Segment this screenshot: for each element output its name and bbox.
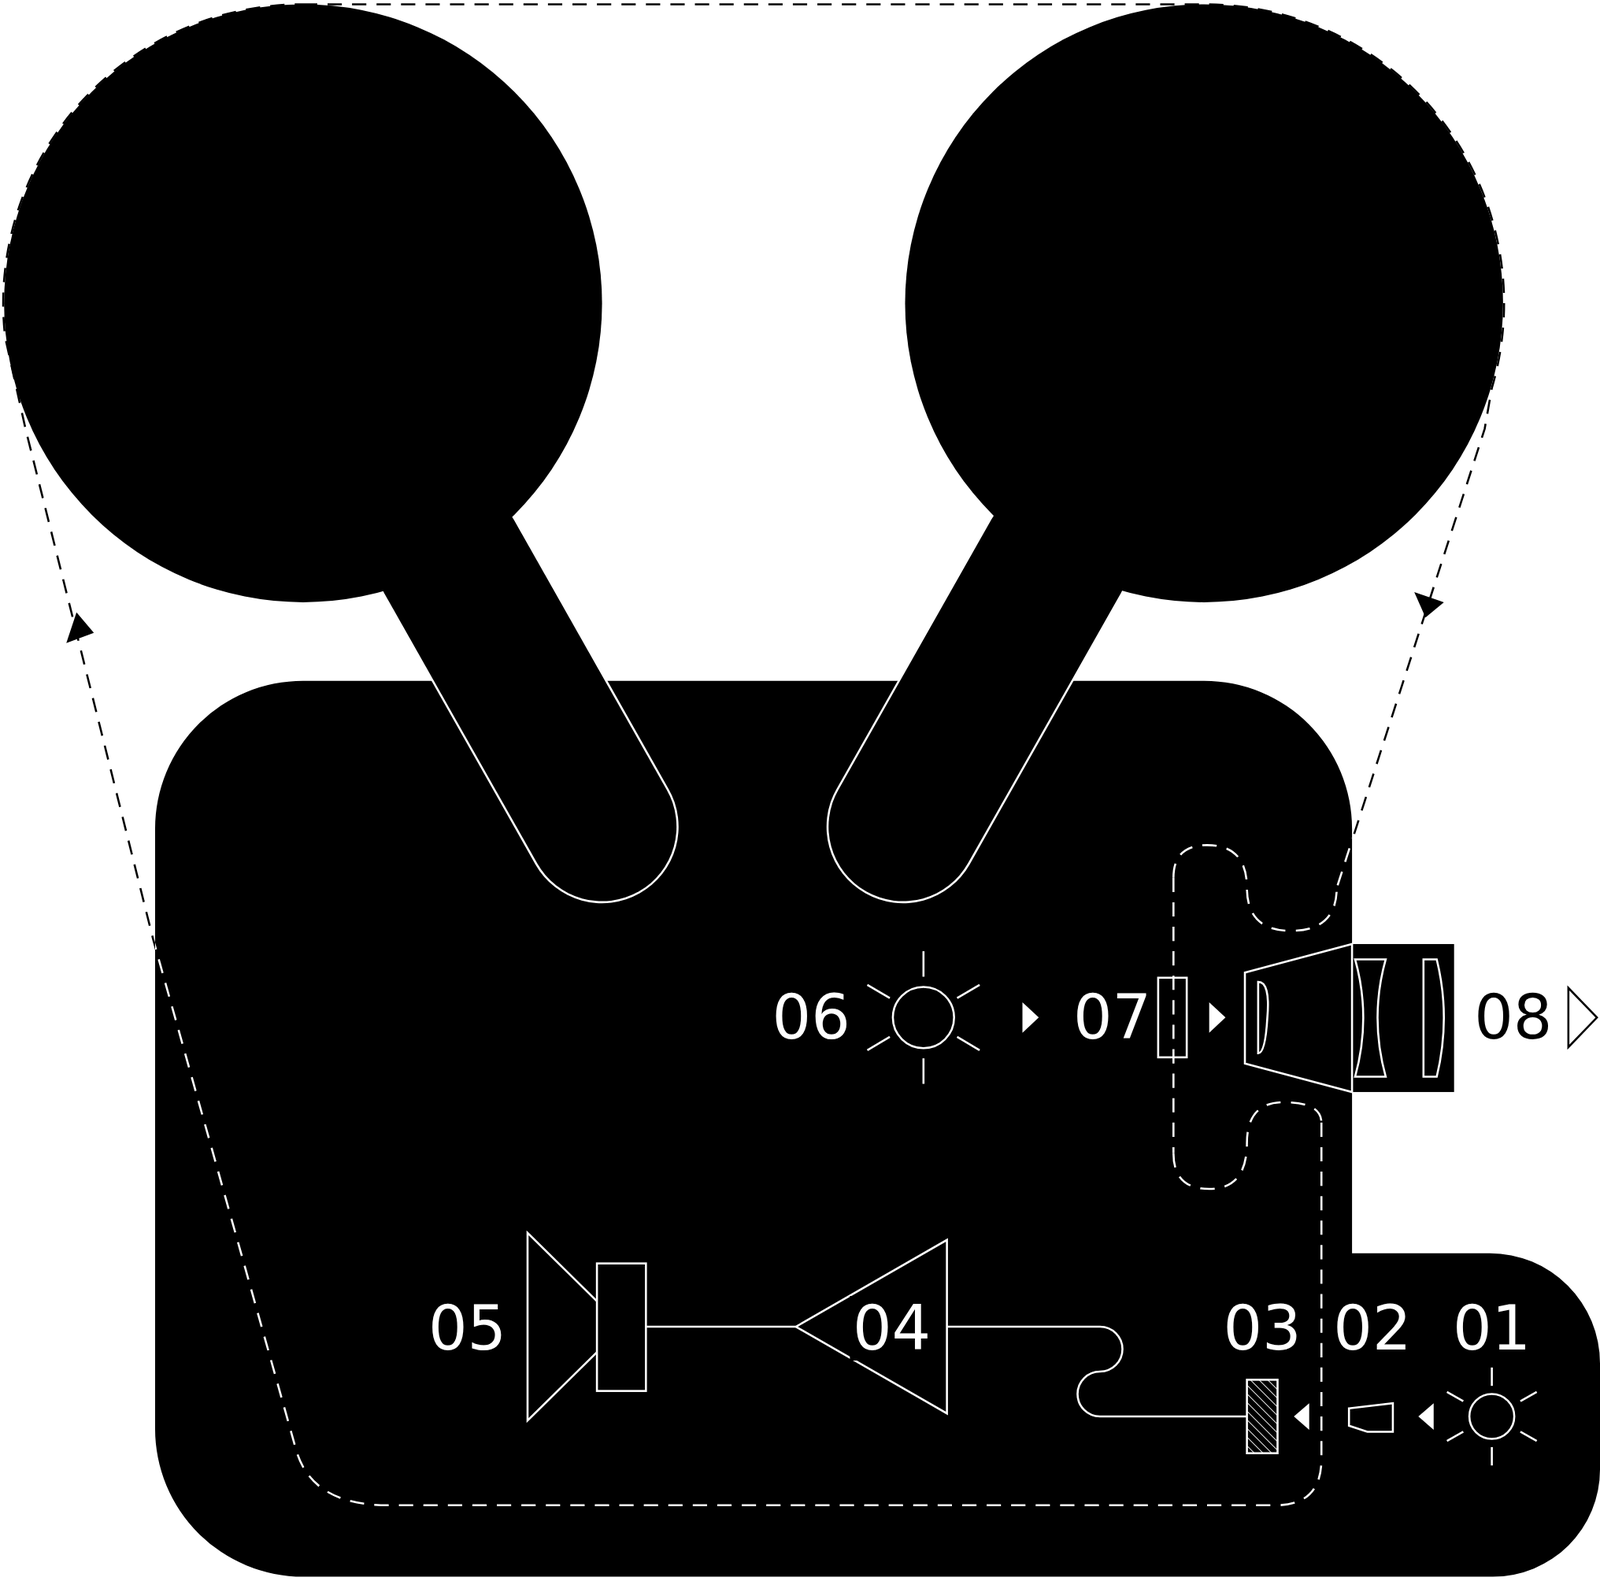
film-gate [1158,977,1187,1058]
light-arrow [1418,1403,1434,1430]
reel-arm [903,556,1056,827]
reel-arm [448,556,602,827]
film-path [25,429,1485,1506]
callout-number: 04 [849,1296,934,1361]
callout-number: 08 [1470,985,1556,1050]
exciter-lamp [1447,1367,1538,1466]
projection-lamp [867,951,981,1084]
callout-number: 02 [1329,1296,1415,1361]
photocell [1247,1379,1278,1453]
speaker-symbol [527,1233,797,1421]
optical-slit [1348,1403,1393,1432]
projection-arrow [1568,988,1597,1048]
amplifier-symbol [796,1240,1248,1417]
callout-number: 03 [1219,1296,1304,1361]
direction-arrow [1414,592,1445,618]
lens-housing [1351,944,1455,1093]
callout-number: 05 [425,1296,510,1361]
light-arrow [1293,1403,1309,1430]
callout-number: 01 [1449,1296,1534,1361]
take-up-reel [904,3,1503,602]
direction-arrow [66,612,94,644]
projection-lens [1244,944,1445,1093]
callout-number: 06 [769,985,854,1050]
light-arrow [1022,1002,1040,1034]
light-arrow [1209,1002,1226,1034]
feed-reel [3,3,602,602]
reel-arm [448,556,602,827]
reel-arm [903,556,1056,827]
callout-number: 07 [1070,985,1155,1050]
